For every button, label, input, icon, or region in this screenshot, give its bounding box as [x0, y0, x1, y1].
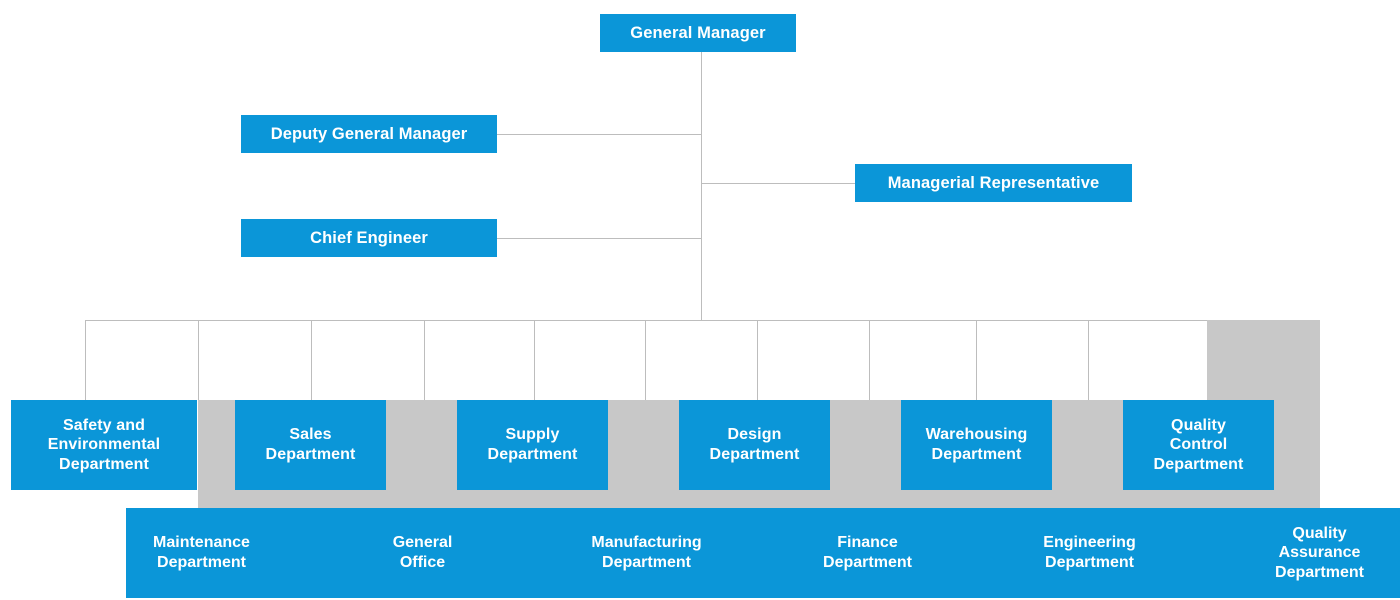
connector-drop-1 — [85, 320, 86, 400]
dept-label-line: Quality — [1292, 524, 1347, 542]
dept-label-line: Maintenance — [153, 534, 250, 552]
dept-label-line: Finance — [837, 534, 898, 552]
connector-drop-9 — [976, 320, 977, 400]
dept-label-line: Department — [1275, 563, 1364, 581]
connector-department-bus — [85, 320, 1320, 321]
node-manufacturing-department[interactable]: Manufacturing Department — [571, 508, 722, 598]
node-safety-and-environmental-department[interactable]: Safety and Environmental Department — [11, 400, 197, 490]
node-general-manager[interactable]: General Manager — [600, 14, 796, 52]
department-backdrop-band-upper-right — [1207, 320, 1320, 402]
node-engineering-department[interactable]: Engineering Department — [1014, 508, 1165, 598]
node-deputy-general-manager[interactable]: Deputy General Manager — [241, 115, 497, 153]
node-managerial-representative-label: Managerial Representative — [887, 173, 1100, 192]
connector-branch-managerial-representative — [701, 183, 855, 184]
dept-label-line: General — [392, 534, 453, 552]
connector-branch-chief-engineer — [497, 238, 702, 239]
dept-label-line: Engineering — [1043, 534, 1136, 552]
node-quality-assurance-department[interactable]: Quality Assurance Department — [1244, 508, 1395, 598]
node-design-department[interactable]: Design Department — [679, 400, 830, 490]
dept-label-line: Design — [727, 426, 782, 444]
dept-label-line: Department — [931, 446, 1022, 463]
dept-label-line: Department — [265, 446, 356, 463]
dept-label-line: Control — [1169, 436, 1228, 454]
dept-label-line: Department — [487, 446, 578, 463]
node-quality-control-department[interactable]: Quality Control Department — [1123, 400, 1274, 490]
dept-label-line: Department — [709, 446, 800, 463]
dept-label-line: Safety and — [63, 416, 145, 434]
node-general-office[interactable]: General Office — [347, 508, 498, 598]
node-supply-department[interactable]: Supply Department — [457, 400, 608, 490]
connector-drop-6 — [645, 320, 646, 400]
node-deputy-general-manager-label: Deputy General Manager — [270, 124, 468, 143]
dept-label-line: Department — [602, 554, 691, 571]
dept-label-line: Department — [59, 455, 149, 473]
node-warehousing-department[interactable]: Warehousing Department — [901, 400, 1052, 490]
connector-drop-2 — [198, 320, 199, 400]
dept-label-line: Supply — [505, 426, 560, 444]
connector-branch-deputy-general-manager — [497, 134, 702, 135]
connector-drop-10 — [1088, 320, 1089, 400]
connector-drop-4 — [424, 320, 425, 400]
node-managerial-representative[interactable]: Managerial Representative — [855, 164, 1132, 202]
dept-label-line: Department — [1153, 455, 1244, 473]
department-row2-bar — [126, 508, 1400, 598]
node-finance-department[interactable]: Finance Department — [792, 508, 943, 598]
connector-drop-8 — [869, 320, 870, 400]
dept-label-line: Department — [157, 554, 246, 571]
connector-trunk-vertical — [701, 52, 702, 321]
node-chief-engineer-label: Chief Engineer — [310, 228, 428, 247]
dept-label-line: Office — [399, 554, 446, 571]
node-general-manager-label: General Manager — [630, 23, 766, 42]
dept-label-line: Environmental — [47, 436, 161, 454]
dept-label-line: Sales — [289, 426, 332, 444]
node-maintenance-department[interactable]: Maintenance Department — [126, 508, 277, 598]
dept-label-line: Warehousing — [925, 426, 1028, 444]
node-sales-department[interactable]: Sales Department — [235, 400, 386, 490]
connector-drop-3 — [311, 320, 312, 400]
connector-drop-7 — [757, 320, 758, 400]
connector-drop-5 — [534, 320, 535, 400]
dept-label-line: Department — [823, 554, 912, 571]
node-chief-engineer[interactable]: Chief Engineer — [241, 219, 497, 257]
dept-label-line: Manufacturing — [591, 534, 702, 552]
dept-label-line: Department — [1045, 554, 1134, 571]
dept-label-line: Assurance — [1278, 544, 1361, 562]
dept-label-line: Quality — [1171, 416, 1226, 434]
